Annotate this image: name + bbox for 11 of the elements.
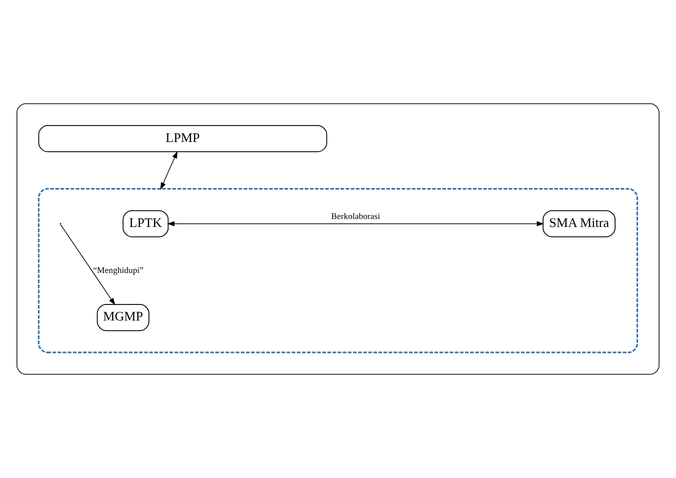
arrow: [160, 151, 178, 190]
arrow: [60, 224, 116, 306]
arrow: [167, 221, 544, 226]
node-box: SMA Mitra: [542, 210, 616, 238]
cluster: [38, 188, 638, 354]
node-box: LPTK: [122, 210, 169, 238]
node-box: MGMP: [96, 304, 150, 332]
cluster: [16, 103, 660, 375]
edge-label: “Menghidupi”: [93, 264, 144, 275]
edge-label: Berkolaborasi: [331, 211, 380, 222]
node-box: LPMP: [38, 125, 328, 152]
